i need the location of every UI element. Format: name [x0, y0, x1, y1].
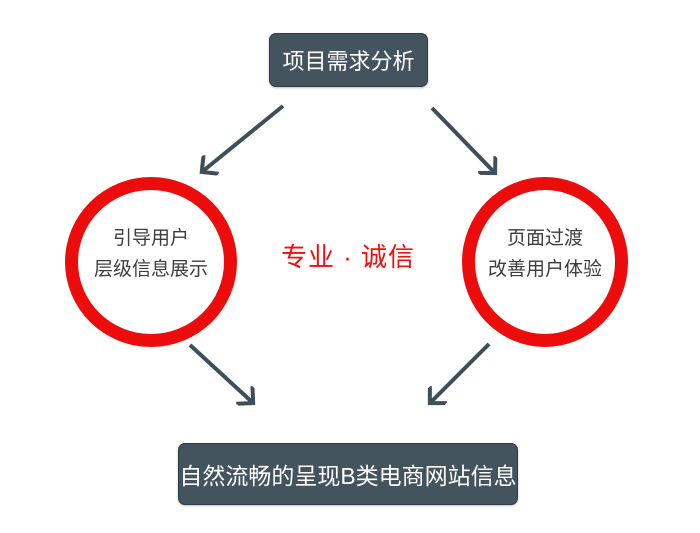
- left-circle-line-2: 层级信息展示: [93, 259, 208, 280]
- right-circle: 页面过渡 改善用户体验: [462, 177, 628, 347]
- arrow-right-circle-to-bottom: [431, 342, 491, 402]
- top-box-label: 项目需求分析: [282, 49, 415, 74]
- center-slogan: 专业 · 诚信: [280, 242, 416, 272]
- arrow-top-to-left-circle: [203, 104, 285, 171]
- right-circle-line-2: 改善用户体验: [487, 259, 602, 280]
- bottom-box: 自然流畅的呈现B类电商网站信息: [178, 443, 518, 505]
- right-circle-line-1: 页面过渡: [506, 228, 583, 249]
- right-circle-text: 页面过渡 改善用户体验: [488, 223, 602, 285]
- arrow-top-to-right-circle: [430, 106, 494, 172]
- bottom-box-label: 自然流畅的呈现B类电商网站信息: [179, 463, 517, 489]
- left-circle-line-1: 引导用户: [112, 228, 189, 249]
- arrow-left-circle-to-bottom: [188, 343, 252, 402]
- left-circle-text: 引导用户 层级信息展示: [94, 223, 208, 285]
- top-box: 项目需求分析: [269, 33, 428, 87]
- left-circle: 引导用户 层级信息展示: [65, 177, 237, 347]
